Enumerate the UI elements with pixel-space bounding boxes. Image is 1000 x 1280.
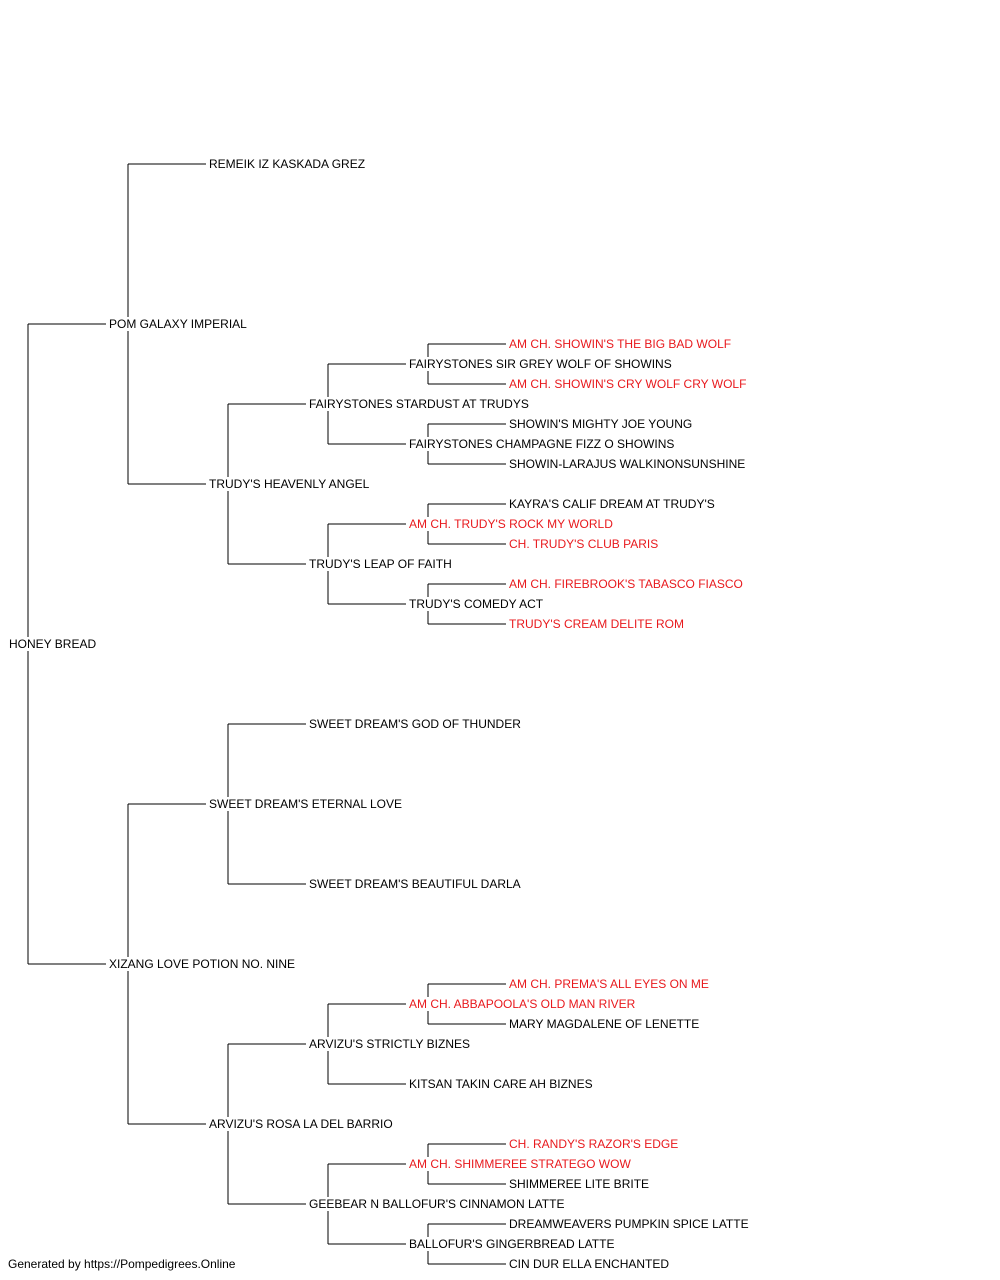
ancestor-name: SHOWIN-LARAJUS WALKINONSUNSHINE — [508, 457, 747, 471]
ancestor-name: SHIMMEREE LITE BRITE — [508, 1177, 651, 1191]
ancestor-name: GEEBEAR N BALLOFUR'S CINNAMON LATTE — [308, 1197, 566, 1211]
ancestor-name: FAIRYSTONES STARDUST AT TRUDYS — [308, 397, 530, 411]
ancestor-name: KAYRA'S CALIF DREAM AT TRUDY'S — [508, 497, 716, 511]
ancestor-name: CH. RANDY'S RAZOR'S EDGE — [508, 1137, 680, 1151]
ancestor-name: AM CH. SHIMMEREE STRATEGO WOW — [408, 1157, 632, 1171]
ancestor-name: SHOWIN'S MIGHTY JOE YOUNG — [508, 417, 694, 431]
ancestor-name: SWEET DREAM'S ETERNAL LOVE — [208, 797, 404, 811]
ancestor-name: TRUDY'S COMEDY ACT — [408, 597, 545, 611]
ancestor-name: BALLOFUR'S GINGERBREAD LATTE — [408, 1237, 616, 1251]
ancestor-name: POM GALAXY IMPERIAL — [108, 317, 248, 331]
ancestor-name: SWEET DREAM'S GOD OF THUNDER — [308, 717, 522, 731]
ancestor-name: AM CH. FIREBROOK'S TABASCO FIASCO — [508, 577, 744, 591]
ancestor-name: CH. TRUDY'S CLUB PARIS — [508, 537, 660, 551]
ancestor-name: AM CH. TRUDY'S ROCK MY WORLD — [408, 517, 614, 531]
ancestor-name: TRUDY'S HEAVENLY ANGEL — [208, 477, 371, 491]
ancestor-name: AM CH. SHOWIN'S CRY WOLF CRY WOLF — [508, 377, 748, 391]
ancestor-name: AM CH. SHOWIN'S THE BIG BAD WOLF — [508, 337, 733, 351]
generated-by-footer: Generated by https://Pompedigrees.Online — [8, 1257, 236, 1271]
ancestor-name: SWEET DREAM'S BEAUTIFUL DARLA — [308, 877, 522, 891]
ancestor-name: CIN DUR ELLA ENCHANTED — [508, 1257, 671, 1271]
ancestor-name: TRUDY'S LEAP OF FAITH — [308, 557, 453, 571]
ancestor-name: TRUDY'S CREAM DELITE ROM — [508, 617, 685, 631]
ancestor-name: KITSAN TAKIN CARE AH BIZNES — [408, 1077, 594, 1091]
ancestor-name: DREAMWEAVERS PUMPKIN SPICE LATTE — [508, 1217, 750, 1231]
ancestor-name: AM CH. ABBAPOOLA'S OLD MAN RIVER — [408, 997, 637, 1011]
subject-dog-name: HONEY BREAD — [8, 637, 98, 651]
ancestor-name: REMEIK IZ KASKADA GREZ — [208, 157, 367, 171]
ancestor-name: FAIRYSTONES CHAMPAGNE FIZZ O SHOWINS — [408, 437, 676, 451]
ancestor-name: ARVIZU'S ROSA LA DEL BARRIO — [208, 1117, 394, 1131]
ancestor-name: FAIRYSTONES SIR GREY WOLF OF SHOWINS — [408, 357, 673, 371]
ancestor-name: MARY MAGDALENE OF LENETTE — [508, 1017, 701, 1031]
ancestor-name: AM CH. PREMA'S ALL EYES ON ME — [508, 977, 710, 991]
ancestor-name: XIZANG LOVE POTION NO. NINE — [108, 957, 297, 971]
ancestor-name: ARVIZU'S STRICTLY BIZNES — [308, 1037, 471, 1051]
